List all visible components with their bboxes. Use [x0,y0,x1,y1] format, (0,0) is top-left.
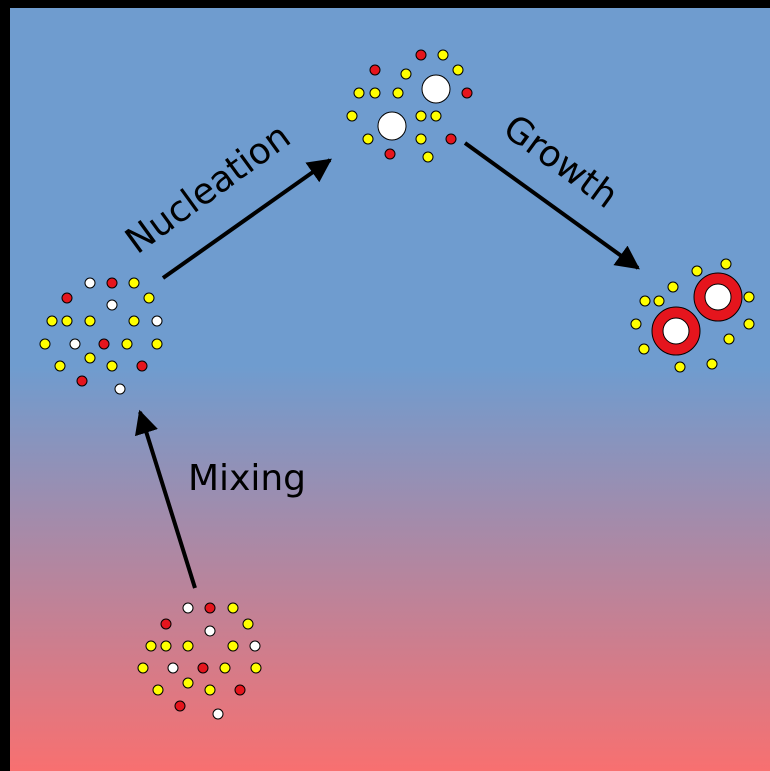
particle [743,291,755,303]
particle [461,87,473,99]
particle [353,87,365,99]
particle [204,602,216,614]
particle [638,343,650,355]
particle [84,277,96,289]
particle [653,295,665,307]
grown-particle-core [704,283,732,311]
arrow-growth [463,141,640,270]
particle [84,315,96,327]
particle [39,338,51,350]
particle [98,338,110,350]
particle [128,315,140,327]
particle [61,292,73,304]
cluster-raw-particles [137,602,262,720]
particle [152,684,164,696]
particle [630,318,642,330]
particle [61,315,73,327]
cluster-nuclei [346,49,473,163]
particle [227,602,239,614]
particle [392,87,404,99]
particle [121,338,133,350]
particle [452,64,464,76]
particle [167,662,179,674]
grown-particle-core [662,317,690,345]
particle [437,49,449,61]
diagram-panel: Mixing Nucleation Growth [10,8,770,771]
arrow-mixing [134,409,197,589]
particle [346,110,358,122]
particle [743,318,755,330]
process-diagram: Mixing Nucleation Growth [10,8,770,771]
particle [234,684,246,696]
particle [174,700,186,712]
particle [384,148,396,160]
particle [227,640,239,652]
particle [415,110,427,122]
particle [720,258,732,270]
particle [430,110,442,122]
particle [250,662,262,674]
particle [106,299,118,311]
particle [639,295,651,307]
particle [369,87,381,99]
particle [415,133,427,145]
particle [691,265,703,277]
arrow-nucleation [161,158,332,280]
particle [369,64,381,76]
particle [667,281,679,293]
particle [249,640,261,652]
cluster-grown-particles [630,258,755,373]
particle [377,111,407,141]
particle [219,662,231,674]
particle [84,352,96,364]
particle [46,315,58,327]
particle [723,333,735,345]
particle [76,375,88,387]
particle [137,662,149,674]
particle [212,708,224,720]
particle [114,383,126,395]
particle [204,684,216,696]
particle [128,277,140,289]
particle [422,151,434,163]
particle [421,74,451,104]
particle [54,360,66,372]
particle [674,361,686,373]
particle [182,640,194,652]
particle [145,640,157,652]
particle [136,360,148,372]
particle [151,315,163,327]
particle [362,133,374,145]
particle [415,49,427,61]
particle [242,618,254,630]
particle [160,640,172,652]
cluster-mixed-particles [39,277,163,395]
particle [69,338,81,350]
particle [204,625,216,637]
particle [706,358,718,370]
particle [445,133,457,145]
label-mixing: Mixing [188,458,306,499]
particle [143,292,155,304]
particle [400,68,412,80]
particle [182,602,194,614]
particle [106,277,118,289]
particle [106,360,118,372]
particle [197,662,209,674]
particle [160,618,172,630]
particle [182,677,194,689]
particle [151,338,163,350]
